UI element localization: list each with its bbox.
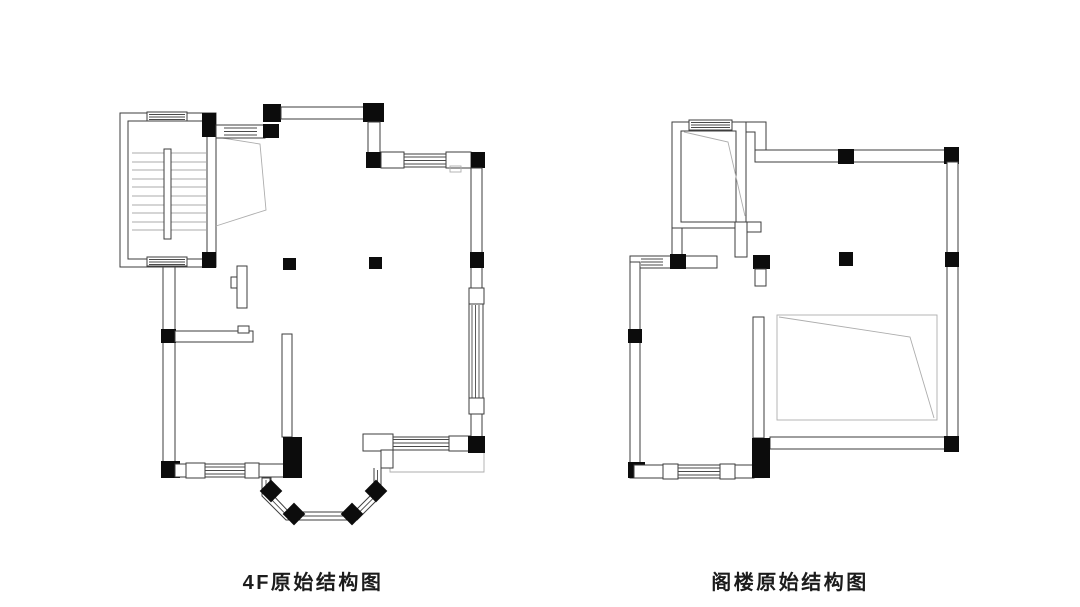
- roof-slope-area: [776, 314, 938, 421]
- slope-line: [683, 131, 746, 217]
- free-column: [839, 252, 853, 266]
- right-wall: [468, 167, 485, 439]
- staircase: [119, 111, 217, 268]
- floor-plan-4f: [119, 103, 485, 526]
- top-walls: [215, 103, 485, 173]
- left-wall: [161, 266, 176, 464]
- balcony-ledge: [389, 453, 485, 473]
- stairwell-window: [688, 119, 733, 131]
- stair-stringer: [163, 148, 172, 240]
- attic-left-room: [628, 254, 770, 480]
- slope-line: [215, 136, 267, 227]
- stair-window-top: [146, 111, 188, 122]
- columns: [283, 257, 382, 270]
- bay-window: [259, 468, 388, 526]
- bottom-left-wall: [161, 437, 302, 479]
- bottom-right-wall: [362, 433, 485, 473]
- attic-stairwell: [671, 119, 762, 258]
- attic-main-room: [754, 147, 959, 452]
- floor-plan-attic: [628, 119, 959, 480]
- stair-window-bottom: [146, 256, 188, 267]
- top-jog-wall: [745, 121, 767, 153]
- interior-walls: [174, 265, 293, 438]
- plan-4f-label: 4F原始结构图: [242, 572, 384, 594]
- plan-attic-label: 阁楼原始结构图: [711, 572, 869, 594]
